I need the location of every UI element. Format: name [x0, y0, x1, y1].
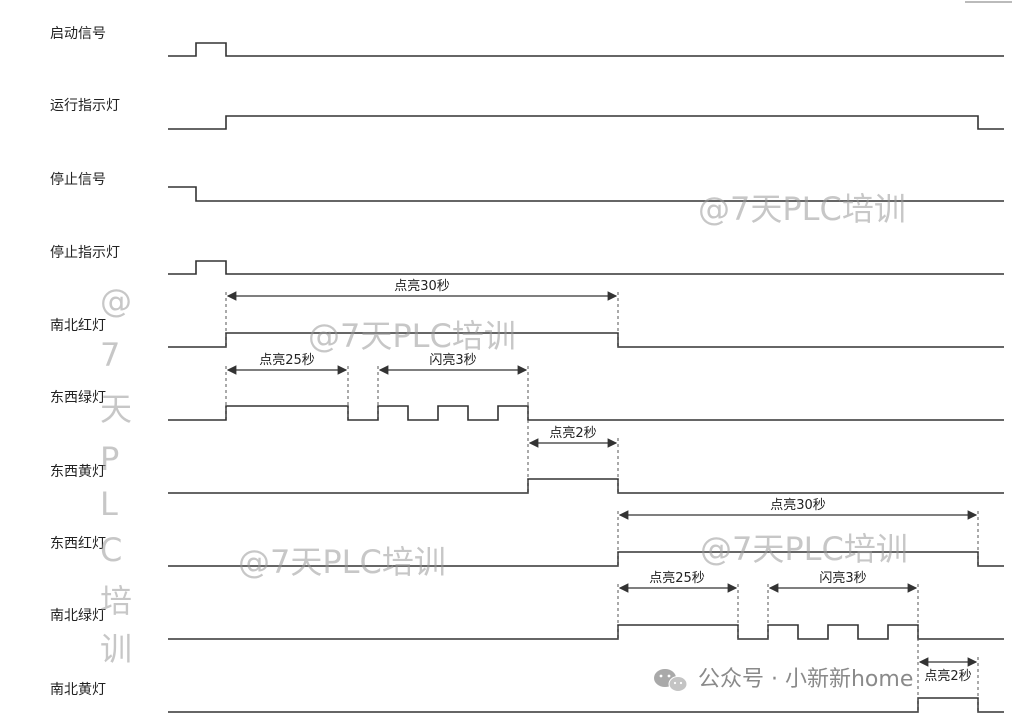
waveforms — [168, 42, 1004, 713]
label-stop-signal: 停止信号 — [50, 171, 106, 188]
label-ew-red: 东西红灯 — [50, 536, 106, 552]
dur-ew-red-on: 点亮30秒 — [770, 497, 826, 513]
footer: 公众号 · 小新新home — [654, 667, 913, 692]
wave-ew-yellow — [168, 478, 1004, 494]
watermarks: @7天PLC培训 @7天PLC培训 @7天PLC培训 @7天PLC培训 @ 7 … — [100, 190, 908, 668]
svg-text:7: 7 — [100, 336, 120, 374]
guide-lines — [225, 292, 979, 712]
label-ew-green: 东西绿灯 — [50, 390, 106, 406]
wave-stop-indicator — [168, 260, 1004, 275]
signal-labels: 启动信号 运行指示灯 停止信号 停止指示灯 南北红灯 东西绿灯 东西黄灯 东西红… — [50, 26, 120, 698]
label-ns-green: 南北绿灯 — [50, 608, 106, 624]
wechat-icon — [654, 669, 688, 692]
watermark-2: @7天PLC培训 — [308, 317, 516, 355]
wave-ns-yellow — [168, 697, 1004, 713]
label-start-signal: 启动信号 — [50, 26, 106, 42]
label-stop-indicator: 停止指示灯 — [50, 244, 120, 261]
wave-ew-green — [168, 405, 1004, 421]
duration-arrows — [226, 291, 978, 667]
dur-ew-green-flash: 闪亮3秒 — [429, 352, 476, 368]
label-run-indicator: 运行指示灯 — [50, 98, 120, 114]
dur-ns-green-flash: 闪亮3秒 — [819, 570, 866, 586]
svg-text:@: @ — [100, 282, 132, 320]
svg-text:C: C — [100, 531, 122, 569]
watermark-3: @7天PLC培训 — [238, 543, 446, 581]
wave-run-indicator — [168, 115, 1004, 130]
wave-ew-red — [168, 551, 1004, 567]
svg-text:培: 培 — [100, 582, 132, 620]
watermark-1: @7天PLC培训 — [698, 190, 906, 228]
svg-text:训: 训 — [100, 630, 132, 668]
wave-start-signal — [168, 42, 1004, 57]
svg-text:P: P — [100, 440, 119, 478]
dur-ns-red-on: 点亮30秒 — [394, 278, 450, 294]
watermark-vertical: @ 7 天 P L C 培 训 — [100, 282, 132, 668]
wave-stop-signal — [168, 186, 1004, 202]
watermark-4: @7天PLC培训 — [700, 530, 908, 568]
dur-ns-green-on: 点亮25秒 — [649, 570, 705, 586]
dur-ns-yellow-on: 点亮2秒 — [924, 668, 971, 684]
label-ns-red: 南北红灯 — [50, 318, 106, 334]
wave-ns-green — [168, 624, 1004, 640]
wave-ns-red — [168, 332, 1004, 348]
footer-text: 公众号 · 小新新home — [698, 667, 913, 692]
svg-text:天: 天 — [100, 390, 132, 428]
dur-ew-yellow-on: 点亮2秒 — [549, 425, 596, 441]
svg-text:L: L — [100, 485, 118, 523]
duration-labels: 点亮30秒 点亮25秒 闪亮3秒 点亮2秒 点亮30秒 点亮25秒 闪亮3秒 点… — [259, 278, 971, 684]
label-ns-yellow: 南北黄灯 — [50, 681, 106, 698]
label-ew-yellow: 东西黄灯 — [50, 463, 106, 480]
dur-ew-green-on: 点亮25秒 — [259, 352, 315, 368]
